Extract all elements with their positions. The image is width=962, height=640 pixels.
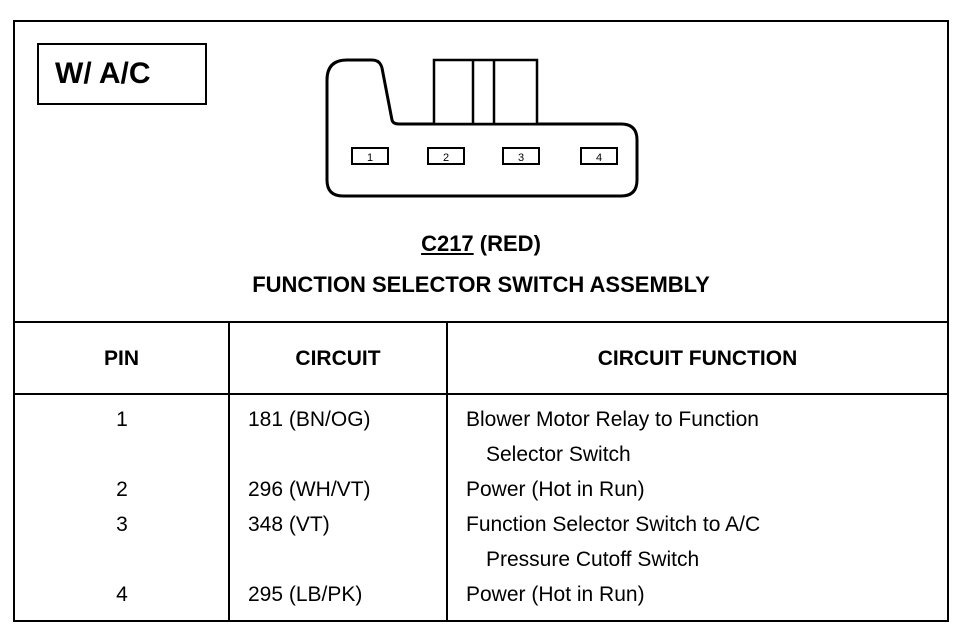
column-header-pin: PIN (103, 347, 139, 370)
table-row-4-pin: 4 (116, 583, 128, 606)
connector-outline (325, 58, 639, 198)
table-row-4-function: Power (Hot in Run) (466, 583, 645, 606)
table-row-1-function: Blower Motor Relay to Function (466, 408, 759, 431)
table-row-4-circuit: 295 (LB/PK) (248, 583, 363, 606)
column-header-function: CIRCUIT FUNCTION (597, 347, 798, 370)
connector-diagram-frame: W/ A/C 1 2 3 4 C217 (RED) FUNCTION SELEC… (13, 20, 949, 622)
table-row-2-pin: 2 (116, 478, 128, 501)
pin-cavity-4: 4 (580, 147, 618, 165)
table-row-3-function-cont: Pressure Cutoff Switch (486, 548, 700, 571)
table-row-1-pin: 1 (116, 408, 128, 431)
table-row-2-function: Power (Hot in Run) (466, 478, 645, 501)
connector-color: (RED) (479, 231, 541, 256)
table-row-3-circuit: 348 (VT) (248, 513, 330, 536)
column-header-circuit: CIRCUIT (295, 347, 381, 370)
pin-cavity-3: 3 (502, 147, 540, 165)
table-top-rule (15, 321, 947, 323)
table-row-1-circuit: 181 (BN/OG) (248, 408, 371, 431)
table-row-2-circuit: 296 (WH/VT) (248, 478, 371, 501)
table-column-divider (228, 321, 230, 620)
table-row-3-function: Function Selector Switch to A/C (466, 513, 761, 536)
table-row-3-pin: 3 (116, 513, 128, 536)
pin-cavity-label: 2 (443, 152, 449, 164)
connector-lock-tab (432, 58, 539, 126)
pin-cavity-label: 4 (596, 152, 602, 164)
connector-id-line: C217 (RED) (15, 231, 947, 257)
pin-cavity-label: 1 (367, 152, 373, 164)
pin-cavity-1: 1 (351, 147, 389, 165)
table-row-1-function-cont: Selector Switch (486, 443, 631, 466)
connector-code: C217 (421, 231, 474, 256)
pin-cavity-2: 2 (427, 147, 465, 165)
option-badge: W/ A/C (37, 43, 207, 105)
table-header-rule (15, 393, 947, 395)
table-column-divider (446, 321, 448, 620)
connector-face-drawing: 1 2 3 4 (325, 58, 639, 198)
pin-cavity-label: 3 (518, 152, 524, 164)
connector-name: FUNCTION SELECTOR SWITCH ASSEMBLY (252, 272, 710, 297)
